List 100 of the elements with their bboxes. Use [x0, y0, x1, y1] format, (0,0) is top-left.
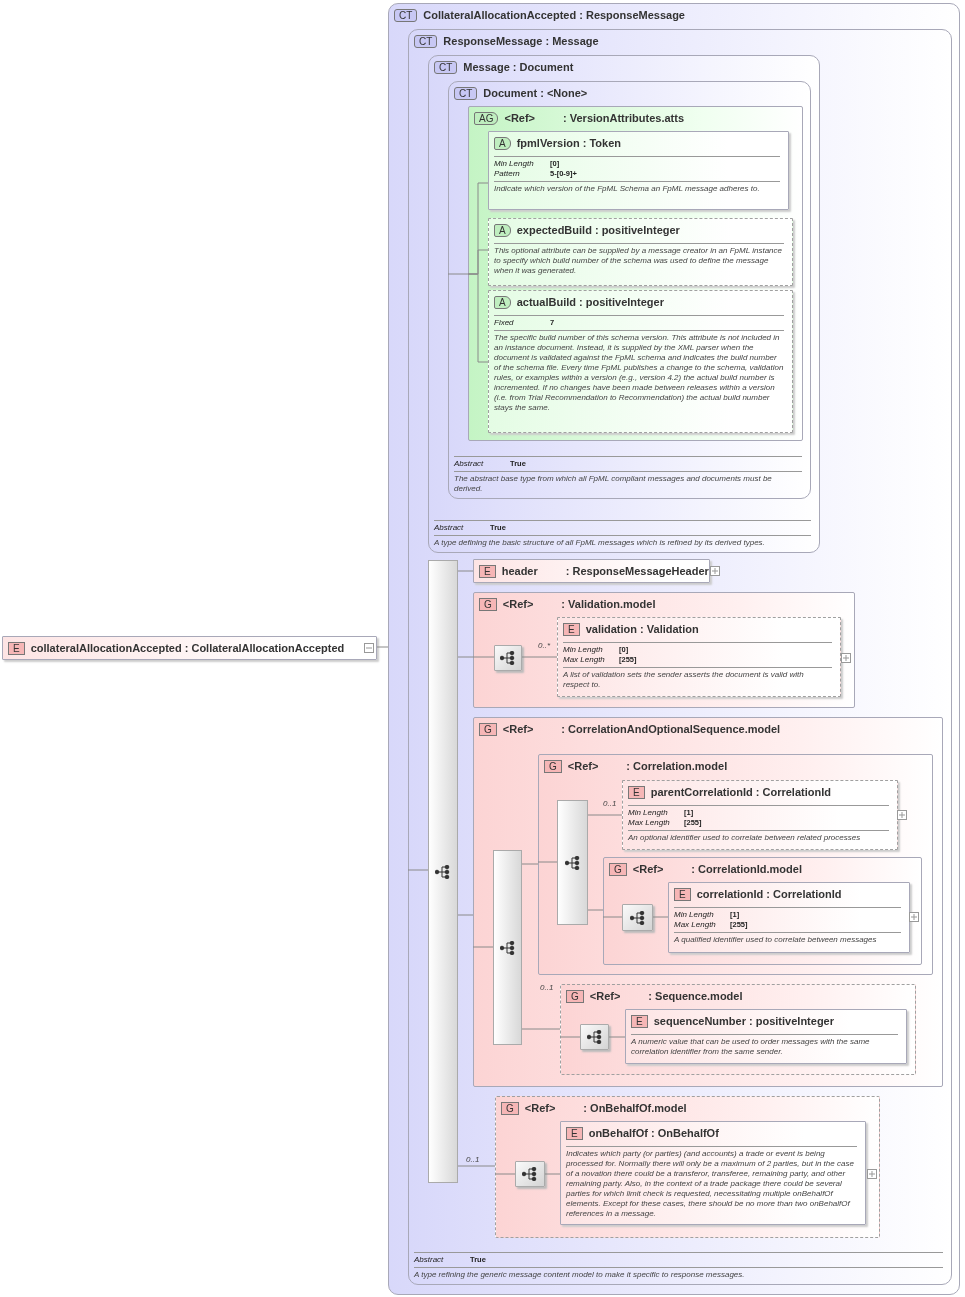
property-name: Min Length: [628, 808, 669, 818]
connector-line: [608, 1036, 626, 1038]
sequence-bar: [557, 800, 588, 925]
description-text: A qualified identifier used to correlate between messages: [674, 932, 901, 945]
type-badge: E: [566, 1126, 583, 1140]
node-title: <Ref>: [504, 112, 536, 125]
node-title: : Sequence.model: [648, 990, 743, 1003]
property-name: Abstract: [414, 1255, 445, 1265]
node-title: correlationId : CorrelationId: [696, 888, 842, 901]
description-text: A list of validation sets the sender asserts the document is valid with respect to.: [563, 667, 832, 690]
group-box: [495, 1096, 880, 1238]
attribute-box: [488, 218, 793, 286]
node-title: <Ref>: [632, 863, 664, 876]
connector-line: [652, 916, 669, 918]
cardinality-label: 0..*: [538, 641, 550, 650]
attribute-box: [488, 290, 793, 433]
node-title: expectedBuild : positiveInteger: [516, 224, 680, 237]
node-title: : CorrelationId.model: [691, 863, 802, 876]
description-text: The abstract base type from which all FpML compliant messages and documents must be derived.: [454, 471, 802, 494]
connector-line: [521, 863, 539, 865]
element-box: [625, 1009, 907, 1064]
group-box: [473, 592, 855, 708]
type-badge: G: [479, 597, 497, 611]
node-title: : Correlation.model: [626, 760, 728, 773]
node-title: Document : <None>: [483, 87, 588, 100]
property-name: Min Length: [494, 159, 535, 169]
cardinality-label: 0..1: [603, 799, 617, 808]
description-text: A type refining the generic message content model to make it specific to response messages.: [414, 1267, 943, 1280]
type-badge: A: [494, 223, 511, 237]
property-name: Min Length: [674, 910, 715, 920]
type-badge: CT: [414, 34, 438, 48]
type-badge: E: [628, 785, 645, 799]
type-badge: G: [479, 722, 497, 736]
connector-line: [587, 814, 623, 816]
node-title: fpmlVersion : Token: [516, 137, 621, 150]
cardinality-label: 0..1: [466, 1155, 480, 1164]
type-badge: G: [501, 1101, 519, 1115]
type-badge: G: [544, 759, 562, 773]
node-title: <Ref>: [524, 1102, 556, 1115]
node-title: Message : Document: [463, 61, 574, 74]
description-text: A numeric value that can be used to order messages with the same correlation identifier from the same sender.: [631, 1034, 898, 1057]
sequence-bar: [493, 850, 522, 1045]
connector-line: [407, 869, 429, 871]
property-name: Pattern: [494, 169, 521, 179]
element-box: [668, 882, 910, 953]
description-text: A type defining the basic structure of all FpML messages which is refined by its derived types.: [434, 535, 811, 548]
attribute-group-box: [468, 106, 803, 441]
connector-line: [457, 914, 474, 916]
property-name: Abstract: [434, 523, 465, 533]
connector-line: [494, 1173, 516, 1175]
node-title: : Validation.model: [561, 598, 656, 611]
connector-line: [472, 656, 495, 658]
group-box: [473, 717, 943, 1087]
node-title: parentCorrelationId : CorrelationId: [650, 786, 831, 799]
sequence-box: [494, 645, 522, 671]
type-badge: E: [8, 641, 25, 655]
connector-line: [521, 1028, 561, 1030]
description-text: An optional identifier used to correlate between related processes: [628, 830, 889, 843]
type-badge: A: [494, 295, 511, 309]
type-badge: E: [674, 887, 691, 901]
connector-line: [457, 570, 474, 572]
type-badge: E: [479, 564, 496, 578]
connector-line: [472, 946, 494, 948]
property-name: Max Length: [674, 920, 717, 930]
element-box: [473, 559, 710, 583]
type-badge: CT: [434, 60, 458, 74]
type-badge: A: [494, 136, 511, 150]
sequence-box: [515, 1161, 545, 1187]
node-title: : CorrelationAndOptionalSequence.model: [561, 723, 781, 736]
property-name: Abstract: [454, 459, 485, 469]
element-box: [557, 617, 841, 697]
connector-line: [544, 1173, 561, 1175]
connector-line: [376, 646, 389, 648]
node-title: <Ref>: [567, 760, 599, 773]
description-text: The specific build number of this schema version. This attribute is not included in an instance document. Instead, it is supplied by the XML parser when the document is validated against the FpML schema and indicates the build number of the schema file. Every time FpML publishes a change to the schema, validation rules, or examples within a version (e.g., version 4.2) the actual build number is incremented. If no changes have been made between releases within a version (i.e. from Trial Recommendation to Recommendation) the actual build number stays the same.: [494, 330, 784, 413]
group-box: [560, 984, 916, 1075]
type-badge: AG: [474, 111, 499, 125]
type-badge: G: [609, 862, 627, 876]
node-title: collateralAllocationAccepted : CollateralAllocationAccepted: [30, 642, 345, 655]
attribute-box: [488, 131, 789, 210]
node-title: sequenceNumber : positiveInteger: [653, 1015, 834, 1028]
node-title: validation : Validation: [585, 623, 699, 636]
sequence-box: [622, 904, 653, 931]
node-title: header: [501, 565, 538, 578]
connector-line: [457, 656, 474, 658]
node-title: <Ref>: [502, 598, 534, 611]
type-badge: CT: [454, 86, 478, 100]
property-name: Max Length: [628, 818, 671, 828]
connector-line: [559, 1036, 581, 1038]
group-box: [538, 754, 933, 975]
description-text: Indicates which party (or parties) (and accounts) a trade or event is being processed for. Normally there will only be a maximum of 2 parties, but in the case of a novation there could be a transferor, transferee, remaining party, and other remaining party. Also, in the context of a trade package there could be several parties for which limit check is requested, necessitating multiple onBehalfOf elements. Except for these cases, there should be no more than two onBehalfOf references in a message.: [566, 1146, 857, 1219]
complex-type-box: [428, 55, 820, 553]
element-box: [622, 780, 898, 850]
node-title: <Ref>: [502, 723, 534, 736]
cardinality-label: 0..1: [540, 983, 554, 992]
complex-type-box: [448, 81, 811, 499]
type-badge: G: [566, 989, 584, 1003]
description-text: This optional attribute can be supplied by a message creator in an FpML instance to specify which build number of the schema was used to define the message when it was generated.: [494, 243, 784, 276]
element-box: [560, 1121, 866, 1225]
node-title: CollateralAllocationAccepted : ResponseMessage: [423, 9, 685, 22]
